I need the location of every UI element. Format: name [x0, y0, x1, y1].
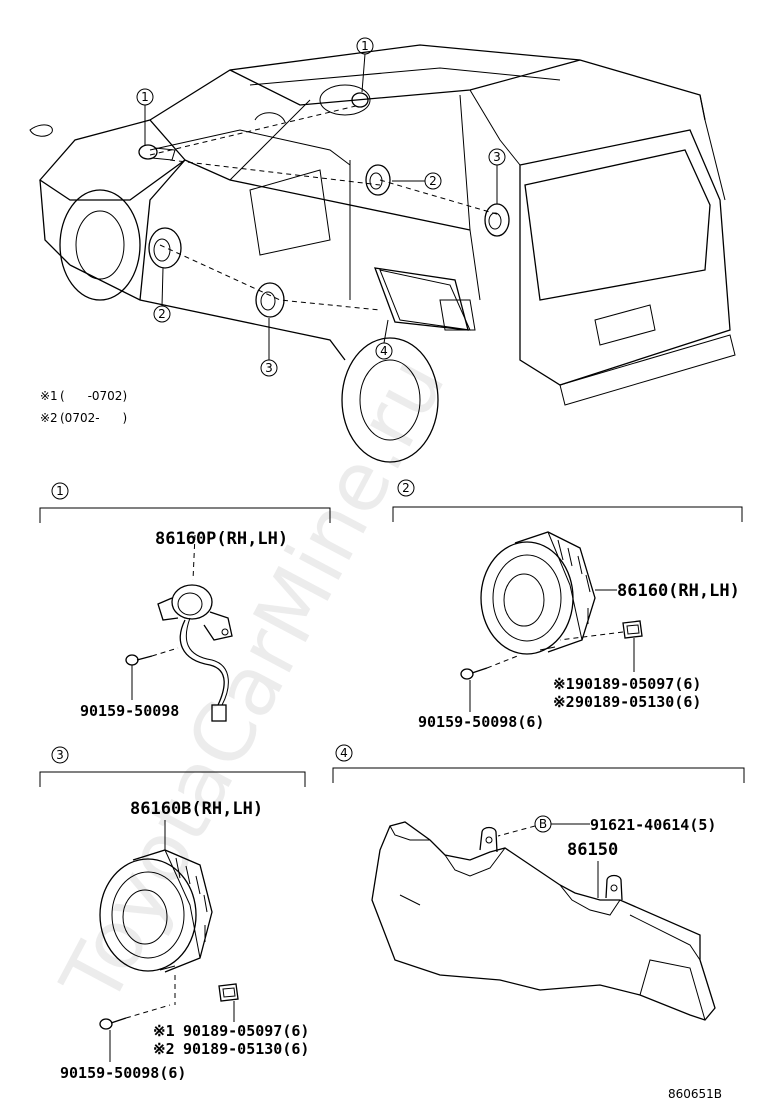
part-90189-05097-g2: 90189-05097(6): [575, 675, 701, 693]
speaker-86160B: [99, 849, 213, 973]
subwoofer-86150: [371, 821, 716, 1021]
part-90159-50098-g1: 90159-50098: [80, 702, 179, 720]
callout-2-right: 2: [392, 172, 442, 190]
svg-text:( -0702): ( -0702): [60, 389, 127, 403]
svg-text:3: 3: [56, 748, 64, 762]
group-3: 3 86160B(RH,LH) ※1 90189-05097(6) ※2 901…: [39, 746, 309, 1082]
speaker-86160: [480, 531, 596, 655]
screw-icon: [460, 654, 521, 680]
part-90159-50098-g3: 90159-50098(6): [60, 1064, 186, 1082]
callout-3-door: 3: [260, 318, 278, 377]
svg-text:4: 4: [380, 344, 388, 358]
svg-text:1: 1: [361, 39, 369, 53]
group-4: 4 B 91621-40614(5) 86150: [332, 744, 745, 1021]
part-90159-50098-g2: 90159-50098(6): [418, 713, 544, 731]
tweeter-86160P: [157, 534, 233, 722]
svg-text:※1: ※1: [153, 1022, 175, 1040]
clip-icon: [559, 620, 643, 641]
part-90189-05130-g3: 90189-05130(6): [183, 1040, 309, 1058]
vehicle-speakers: [138, 92, 510, 331]
svg-text:(0702- ): (0702- ): [60, 411, 127, 425]
part-90189-05097-g3: 90189-05097(6): [183, 1022, 309, 1040]
callout-1-right: 1: [356, 37, 374, 93]
clip-marker: B: [497, 815, 590, 837]
callout-1-left: 1: [136, 88, 154, 145]
part-86160: 86160(RH,LH): [617, 581, 740, 601]
screw-icon: [125, 647, 179, 666]
screw-icon: [99, 1004, 171, 1030]
callout-4: 4: [375, 319, 393, 360]
part-86160B: 86160B(RH,LH): [130, 799, 263, 819]
svg-text:3: 3: [265, 361, 273, 375]
svg-text:2: 2: [429, 174, 437, 188]
svg-text:1: 1: [141, 90, 149, 104]
svg-text:3: 3: [493, 150, 501, 164]
vehicle-outline: [29, 44, 736, 463]
svg-text:2: 2: [402, 481, 410, 495]
part-86160P: 86160P(RH,LH): [155, 529, 288, 549]
part-90189-05130-g2: 90189-05130(6): [575, 693, 701, 711]
callout-3-rear: 3: [488, 148, 506, 204]
svg-text:4: 4: [340, 746, 348, 760]
svg-text:B: B: [539, 817, 547, 831]
date-notes: ※1 ( -0702) ※2 (0702- ): [40, 389, 127, 425]
svg-text:※1: ※1: [40, 389, 58, 403]
svg-text:※2: ※2: [40, 411, 58, 425]
group-1: 1 86160P(RH,LH) 90159-50098: [39, 482, 331, 722]
watermark: ToyotaCarMine.ru: [43, 342, 464, 1020]
svg-text:2: 2: [158, 307, 166, 321]
clip-icon: [174, 975, 239, 1005]
part-86150: 86150: [567, 840, 618, 860]
callout-2-left: 2: [153, 267, 171, 323]
svg-text:1: 1: [56, 484, 64, 498]
svg-text:※1: ※1: [553, 675, 575, 693]
group-2: 2 86160(RH,LH) ※1 90189-05097(6) ※2 9018…: [392, 479, 743, 731]
diagram-id: 860651B: [668, 1087, 722, 1101]
svg-text:※2: ※2: [553, 693, 575, 711]
svg-text:※2: ※2: [153, 1040, 175, 1058]
part-91621-40614: 91621-40614(5): [590, 816, 716, 834]
